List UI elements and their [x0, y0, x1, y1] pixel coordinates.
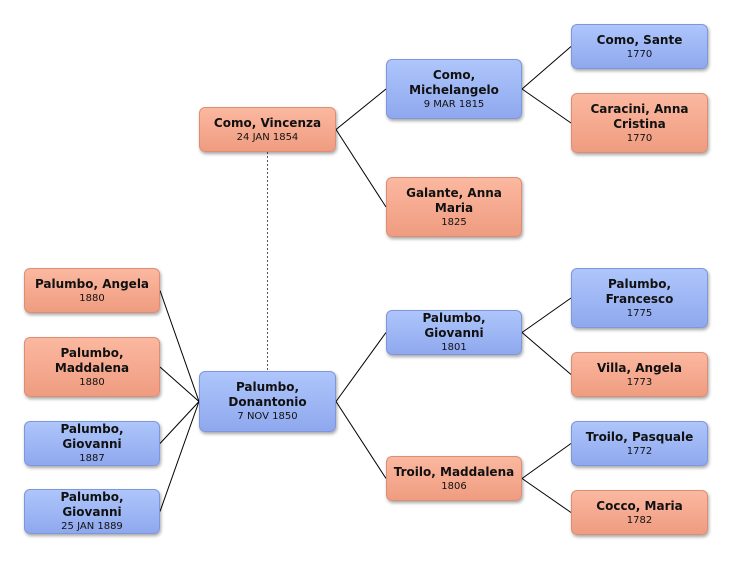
person-date: 1773: [626, 376, 653, 388]
person-date: 9 MAR 1815: [423, 98, 485, 110]
connector-line: [521, 478, 572, 513]
person-galante-anna-maria[interactable]: Galante, Anna Maria 1825: [386, 177, 522, 237]
connector-line: [335, 129, 387, 208]
person-cocco-maria[interactable]: Cocco, Maria 1782: [571, 490, 708, 535]
person-name: Villa, Angela: [596, 360, 683, 375]
person-date: 1887: [79, 453, 105, 464]
person-date: 1880: [79, 292, 105, 304]
person-como-vincenza[interactable]: Como, Vincenza 24 JAN 1854: [199, 107, 336, 152]
person-name: Palumbo, Francesco: [605, 276, 674, 306]
person-palumbo-donantonio[interactable]: Palumbo, Donantonio 7 NOV 1850: [199, 371, 336, 432]
person-caracini-anna-cristina[interactable]: Caracini, Anna Cristina 1770: [571, 93, 708, 153]
person-date: 1772: [626, 445, 653, 457]
person-date: 24 JAN 1854: [236, 131, 299, 143]
person-date: 7 NOV 1850: [237, 411, 298, 422]
person-name: Palumbo, Donantonio: [228, 380, 307, 409]
person-name: Palumbo, Angela: [34, 276, 150, 291]
person-name: Troilo, Maddalena: [393, 464, 515, 479]
connector-line: [521, 46, 572, 90]
person-name: Como, Sante: [596, 32, 683, 47]
connector-line: [521, 443, 572, 479]
person-name: Caracini, Anna Cristina: [590, 101, 689, 131]
person-troilo-pasquale[interactable]: Troilo, Pasquale 1772: [571, 421, 708, 466]
connector-line: [159, 290, 200, 402]
person-date: 1770: [626, 132, 653, 144]
person-palumbo-giovanni-1801[interactable]: Palumbo, Giovanni 1801: [386, 310, 522, 355]
connector-line: [521, 297, 572, 333]
connector-line: [335, 88, 387, 130]
person-palumbo-angela[interactable]: Palumbo, Angela 1880: [24, 268, 160, 313]
person-name: Palumbo, Giovanni: [422, 311, 486, 340]
connector-line: [159, 401, 200, 512]
connector-line: [159, 401, 200, 444]
connector-line: [521, 332, 572, 375]
person-name: Troilo, Pasquale: [585, 429, 694, 444]
person-date: 1825: [441, 216, 467, 228]
person-date: 1801: [441, 342, 467, 353]
person-name: Como, Michelangelo: [409, 67, 499, 97]
person-como-sante[interactable]: Como, Sante 1770: [571, 24, 708, 69]
person-name: Como, Vincenza: [213, 115, 322, 130]
person-palumbo-giovanni-1887[interactable]: Palumbo, Giovanni 1887: [24, 421, 160, 466]
person-date: 1775: [626, 307, 653, 319]
person-villa-angela[interactable]: Villa, Angela 1773: [571, 352, 708, 397]
person-name: Palumbo, Giovanni: [60, 490, 124, 519]
person-palumbo-maddalena[interactable]: Palumbo, Maddalena 1880: [24, 337, 160, 397]
person-troilo-maddalena[interactable]: Troilo, Maddalena 1806: [386, 456, 522, 501]
person-name: Palumbo, Giovanni: [60, 422, 124, 451]
person-name: Cocco, Maria: [596, 498, 683, 513]
person-name: Galante, Anna Maria: [406, 185, 502, 215]
connector-line: [159, 366, 200, 402]
person-date: 1880: [79, 376, 105, 388]
person-date: 1770: [626, 48, 653, 60]
person-date: 1806: [441, 480, 467, 492]
person-name: Palumbo, Maddalena: [54, 345, 130, 375]
person-como-michelangelo[interactable]: Como, Michelangelo 9 MAR 1815: [386, 59, 522, 119]
person-palumbo-giovanni-1889[interactable]: Palumbo, Giovanni 25 JAN 1889: [24, 489, 160, 534]
person-palumbo-francesco[interactable]: Palumbo, Francesco 1775: [571, 268, 708, 328]
person-date: 1782: [626, 514, 653, 526]
connector-line: [335, 332, 387, 402]
connector-line: [521, 88, 572, 124]
person-date: 25 JAN 1889: [61, 521, 123, 532]
connector-line: [335, 401, 387, 479]
